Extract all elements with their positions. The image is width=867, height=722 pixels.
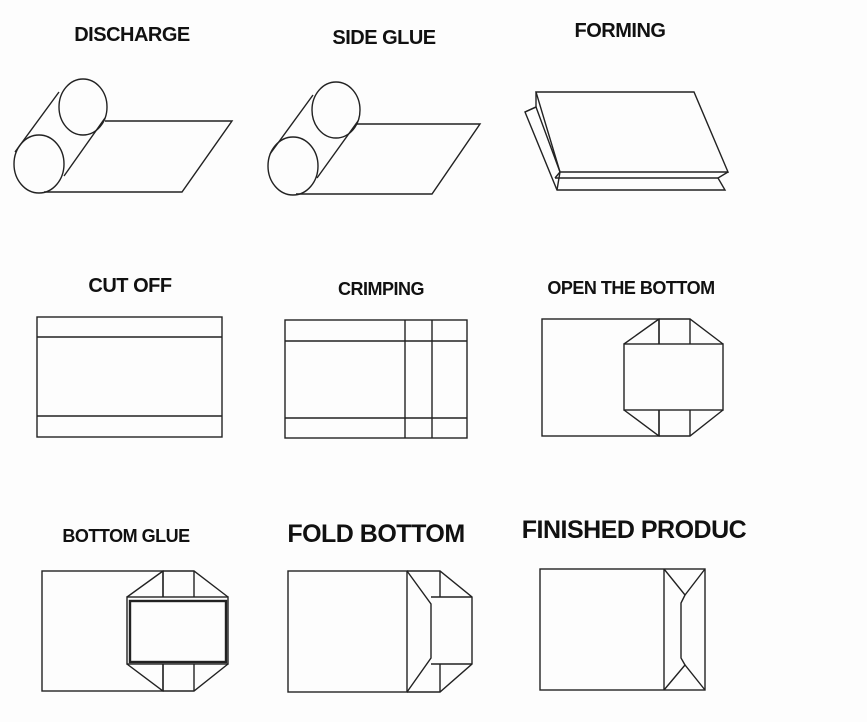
step-label-crimping: CRIMPING xyxy=(338,279,425,299)
fold-bottom-illustration xyxy=(287,570,473,693)
bottom-glue-illustration xyxy=(41,570,229,692)
step-label-forming: FORMING xyxy=(574,20,666,42)
step-label-side-glue: SIDE GLUE xyxy=(332,27,436,49)
discharge-roll-illustration xyxy=(13,78,234,194)
step-label-discharge: DISCHARGE xyxy=(74,24,190,46)
forming-illustration xyxy=(524,91,730,191)
step-label-open-the-bottom: OPEN THE BOTTOM xyxy=(547,278,715,298)
open-bottom-illustration xyxy=(541,318,724,437)
crimping-illustration xyxy=(284,319,468,439)
side-glue-roll-illustration xyxy=(267,81,482,196)
cut-off-illustration xyxy=(36,316,223,438)
step-label-finished-product: FINISHED PRODUC xyxy=(521,516,747,544)
finished-product-illustration xyxy=(539,568,706,691)
step-label-fold-bottom: FOLD BOTTOM xyxy=(287,520,465,548)
step-label-cut-off: CUT OFF xyxy=(88,275,172,297)
step-label-bottom-glue: BOTTOM GLUE xyxy=(62,526,190,546)
